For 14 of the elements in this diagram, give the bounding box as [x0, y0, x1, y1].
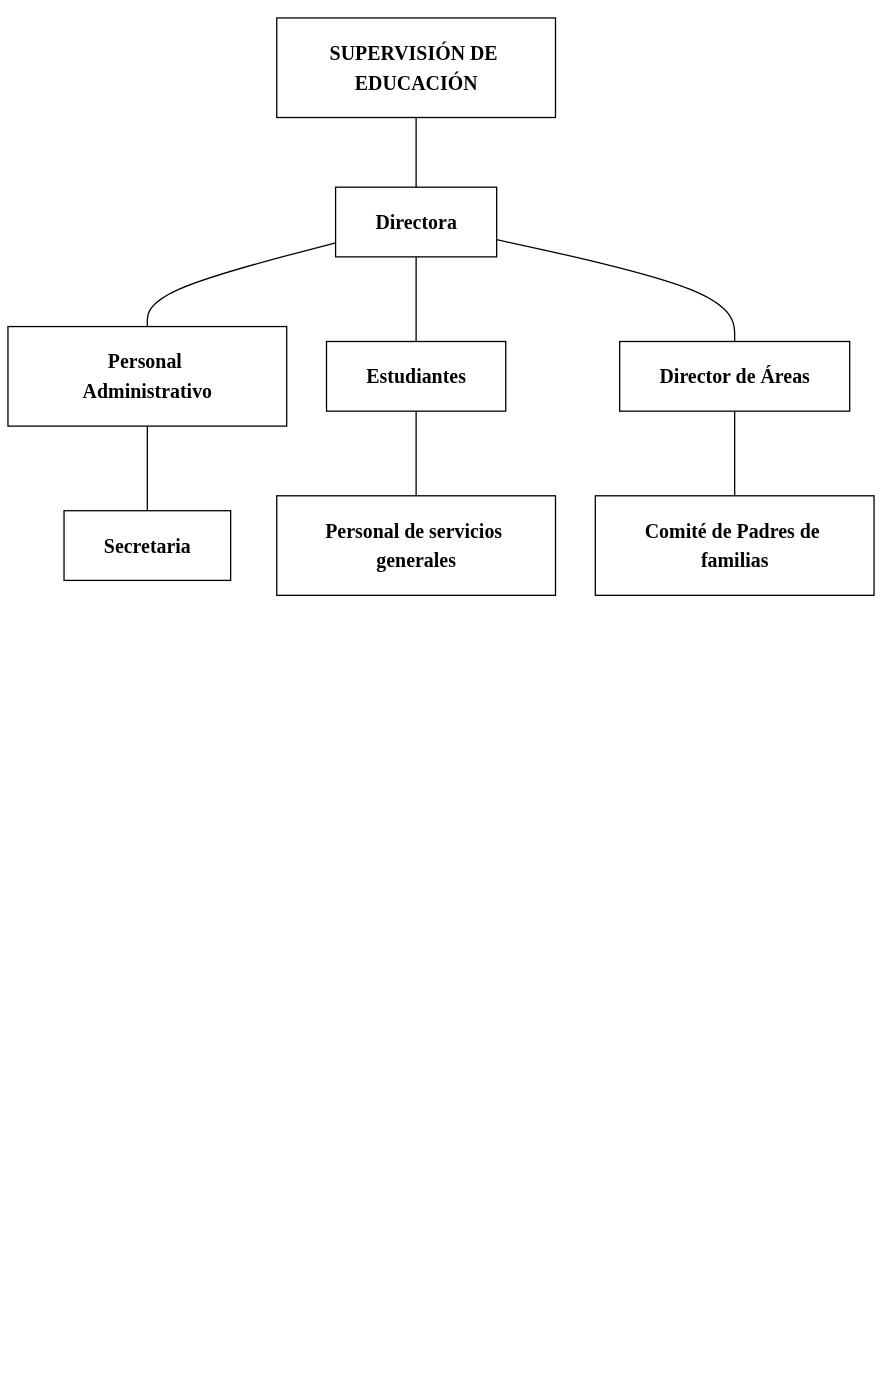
node-box: Personal Administrativo — [7, 325, 288, 427]
node-box: Personal de servicios generales — [276, 495, 557, 596]
connector — [415, 410, 417, 497]
connector — [146, 425, 148, 512]
node-box: Estudiantes — [325, 340, 507, 412]
node-box: Secretaria — [63, 510, 232, 582]
node-box: SUPERVISIÓN DE EDUCACIÓN — [276, 17, 557, 119]
connector — [415, 256, 417, 343]
node-box: Director de Áreas — [619, 340, 851, 412]
connector — [734, 410, 736, 497]
node-box: Directora — [334, 186, 498, 258]
node-box: Comité de Padres de familias — [594, 495, 875, 596]
connector — [496, 239, 736, 343]
connector — [415, 116, 417, 188]
